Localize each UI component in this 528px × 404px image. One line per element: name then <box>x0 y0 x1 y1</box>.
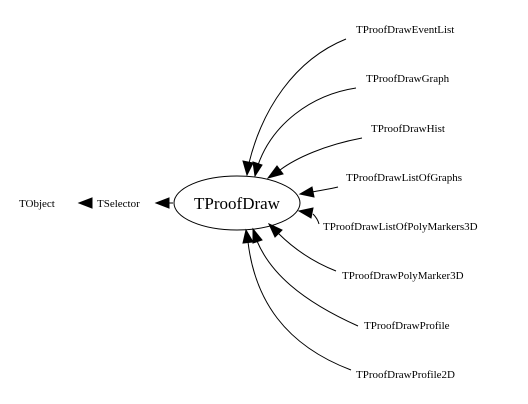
node-tproofdrawlistofpolymarkers3d[interactable]: TProofDrawListOfPolyMarkers3D <box>323 221 478 233</box>
edge-tproofdrawhist <box>279 137 363 171</box>
node-tproofdraw[interactable]: TProofDraw <box>194 194 281 213</box>
edge-tproofdrawprofile <box>256 240 359 327</box>
node-tproofdrawprofile2d[interactable]: TProofDrawProfile2D <box>356 369 455 381</box>
edge-tproofdrawlistofpolymarkers3d <box>312 213 320 225</box>
node-tselector[interactable]: TSelector <box>97 198 140 210</box>
edge-tproofdrawlistofgraphs <box>311 186 339 193</box>
node-tproofdrawgraph[interactable]: TProofDrawGraph <box>366 73 450 85</box>
node-tproofdrawhist[interactable]: TProofDrawHist <box>371 123 445 135</box>
arrowhead-tproofdrawprofile <box>252 227 263 244</box>
edge-tproofdrawgraph <box>257 87 357 166</box>
arrowhead-tproofdrawlistofpolymarkers3d <box>297 207 314 219</box>
edge-tproofdraweventlist <box>248 38 347 164</box>
arrowhead-tproofdraweventlist <box>242 160 254 177</box>
edge-tproofdrawprofile2d <box>247 241 352 371</box>
arrowhead-tproofdrawhist <box>266 165 284 179</box>
node-tproofdraweventlist[interactable]: TProofDrawEventList <box>356 24 454 36</box>
edge-tproofdrawpolymarker3d <box>277 232 337 272</box>
arrowhead-tproofdrawlistofgraphs <box>298 186 315 198</box>
node-tproofdraw-ellipse <box>173 175 301 231</box>
node-tproofdrawpolymarker3d[interactable]: TProofDrawPolyMarker3D <box>342 270 464 282</box>
arrowhead-tproofdraw-to-tselector <box>154 197 170 209</box>
arrowhead-tproofdrawpolymarker3d <box>267 222 283 238</box>
arrowhead-tproofdrawgraph <box>252 161 263 178</box>
node-tproofdrawprofile[interactable]: TProofDrawProfile <box>364 320 450 332</box>
arrowhead-tselector-to-tobject <box>77 197 93 209</box>
arrowhead-tproofdrawprofile2d <box>242 228 254 244</box>
node-tobject[interactable]: TObject <box>19 198 55 210</box>
node-tproofdrawlistofgraphs[interactable]: TProofDrawListOfGraphs <box>346 172 462 184</box>
